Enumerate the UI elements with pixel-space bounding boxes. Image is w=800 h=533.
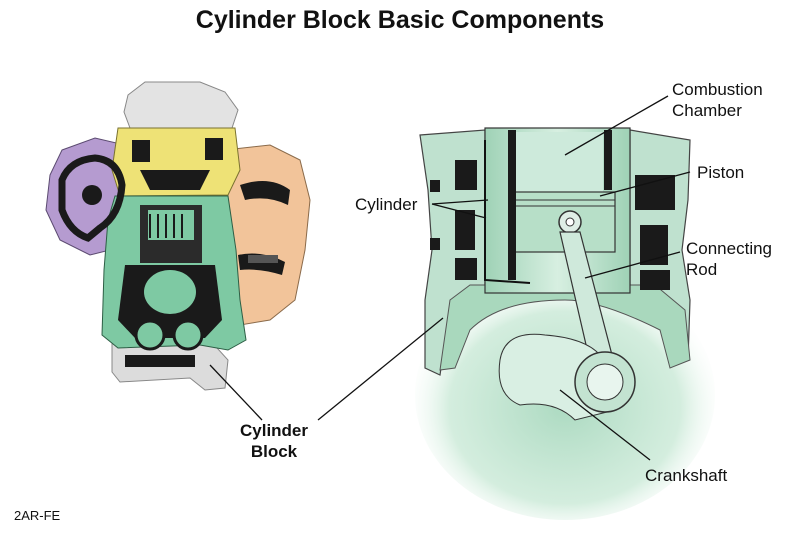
- engine-cutaway: [45, 81, 311, 391]
- leader-crankshaft: [559, 389, 651, 461]
- leader-cylinder-a: [431, 199, 489, 205]
- page-title: Cylinder Block Basic Components: [195, 6, 605, 34]
- label-block-line1: Cylinder: [239, 421, 309, 440]
- label-combustion-chamber: Combustion Chamber: [672, 79, 763, 121]
- cylinder-section: [415, 127, 715, 520]
- leader-connecting-rod: [584, 251, 681, 279]
- label-block-line2: Block: [250, 442, 298, 461]
- label-connecting-line1: Connecting: [686, 239, 773, 258]
- label-combustion-line1: Combustion: [672, 80, 763, 99]
- engine-code: 2AR-FE: [14, 508, 61, 523]
- leader-piston: [599, 171, 691, 197]
- leader-cylinder-block-left: [209, 364, 263, 421]
- label-piston: Piston: [697, 163, 745, 182]
- leader-cylinder-b: [431, 203, 487, 219]
- cam-cover-shape: [123, 81, 239, 133]
- leader-cylinder-block-right: [317, 317, 444, 421]
- leader-lines: [209, 95, 691, 461]
- label-connecting-line2: Rod: [686, 260, 718, 279]
- label-crankshaft: Crankshaft: [645, 466, 728, 485]
- crank-housing: [439, 284, 691, 371]
- leader-combustion-chamber: [564, 95, 669, 156]
- label-cylinder: Cylinder: [355, 195, 418, 214]
- label-combustion-line2: Chamber: [672, 101, 742, 120]
- label-connecting-rod: Connecting Rod: [686, 238, 772, 280]
- label-cylinder-block: Cylinder Block: [228, 420, 320, 462]
